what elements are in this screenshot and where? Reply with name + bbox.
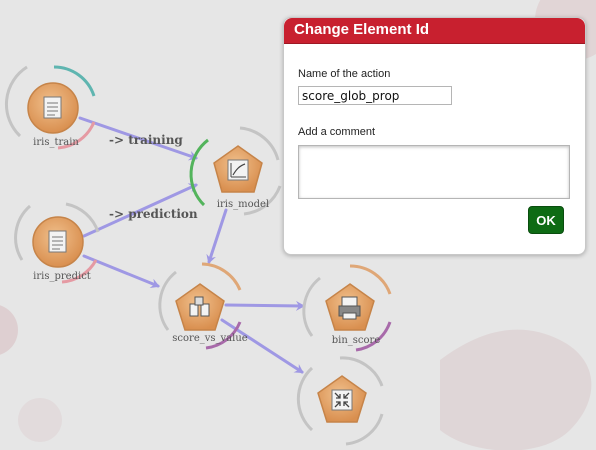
comment-label: Add a comment xyxy=(298,126,376,138)
node-bin-score[interactable] xyxy=(302,264,392,352)
ok-button[interactable]: OK xyxy=(528,206,564,234)
node-label-iris-train: iris_train xyxy=(33,137,79,148)
edge-score-to-bin[interactable] xyxy=(224,300,305,311)
node-label-iris-predict: iris_predict xyxy=(33,271,91,282)
comment-textarea[interactable] xyxy=(298,145,570,199)
printer-icon xyxy=(338,296,361,320)
node-unnamed[interactable] xyxy=(296,356,384,446)
chart-icon xyxy=(227,159,249,181)
document-icon xyxy=(43,96,62,119)
node-label-score-vs-value: score_vs_value xyxy=(172,333,248,344)
node-score-vs-value[interactable] xyxy=(158,262,242,350)
collapse-arrows-icon xyxy=(331,389,353,411)
node-label-iris-model: iris_model xyxy=(216,199,270,210)
edge-label-prediction: -> prediction xyxy=(109,207,198,221)
edge-train-to-model[interactable] xyxy=(78,116,198,161)
dialog-titlebar[interactable]: Change Element Id xyxy=(284,18,585,44)
change-element-id-dialog: Change Element Id Name of the action Add… xyxy=(283,17,586,255)
edge-model-to-score[interactable] xyxy=(206,208,228,264)
node-label-bin-score: bin_score xyxy=(331,335,381,346)
node-iris-model[interactable] xyxy=(189,126,282,216)
node-iris-train[interactable] xyxy=(4,65,96,150)
action-name-label: Name of the action xyxy=(298,68,391,80)
dialog-title: Change Element Id xyxy=(294,21,430,38)
document-icon xyxy=(48,230,67,253)
edge-label-training: -> training xyxy=(109,133,183,147)
edge-score-to-last[interactable] xyxy=(220,318,304,374)
node-iris-predict[interactable] xyxy=(14,202,100,284)
action-name-input[interactable] xyxy=(298,86,452,105)
edge-predict-to-model[interactable] xyxy=(82,183,198,238)
boxes-icon xyxy=(189,296,210,317)
